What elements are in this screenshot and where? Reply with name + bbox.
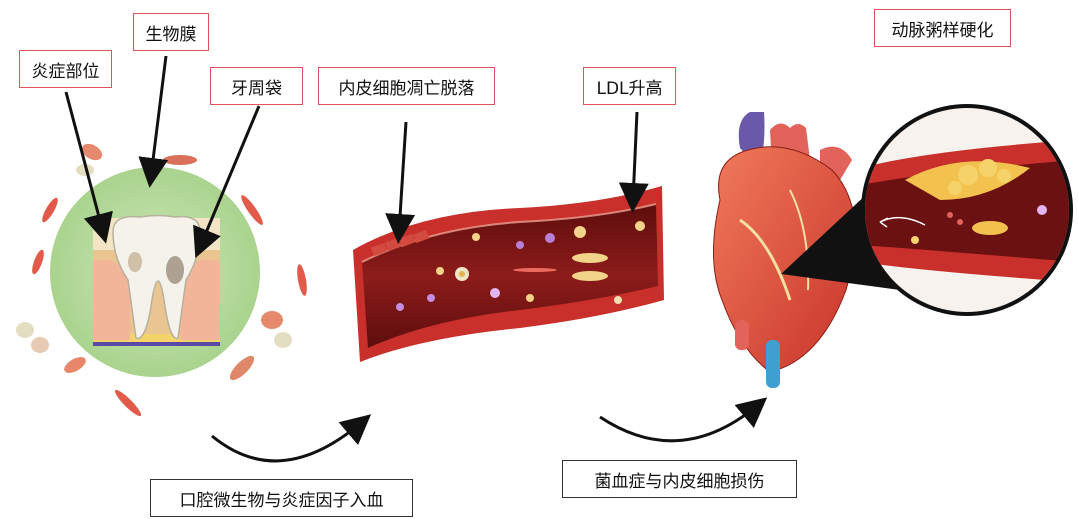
label-atherosclerosis: 动脉粥样硬化 (874, 9, 1011, 47)
label-biofilm: 生物膜 (133, 13, 209, 51)
label-inflammation-site: 炎症部位 (19, 50, 112, 88)
caption-step2: 菌血症与内皮细胞损伤 (562, 460, 797, 498)
flow-arrows (212, 405, 758, 461)
label-ldl-rise: LDL升高 (583, 67, 676, 105)
caption-step1: 口腔微生物与炎症因子入血 (150, 479, 413, 517)
label-endothelial-shedding: 内皮细胞凋亡脱落 (318, 67, 495, 105)
tooth-panel (16, 140, 309, 418)
label-periodontal-pocket: 牙周袋 (210, 67, 303, 105)
